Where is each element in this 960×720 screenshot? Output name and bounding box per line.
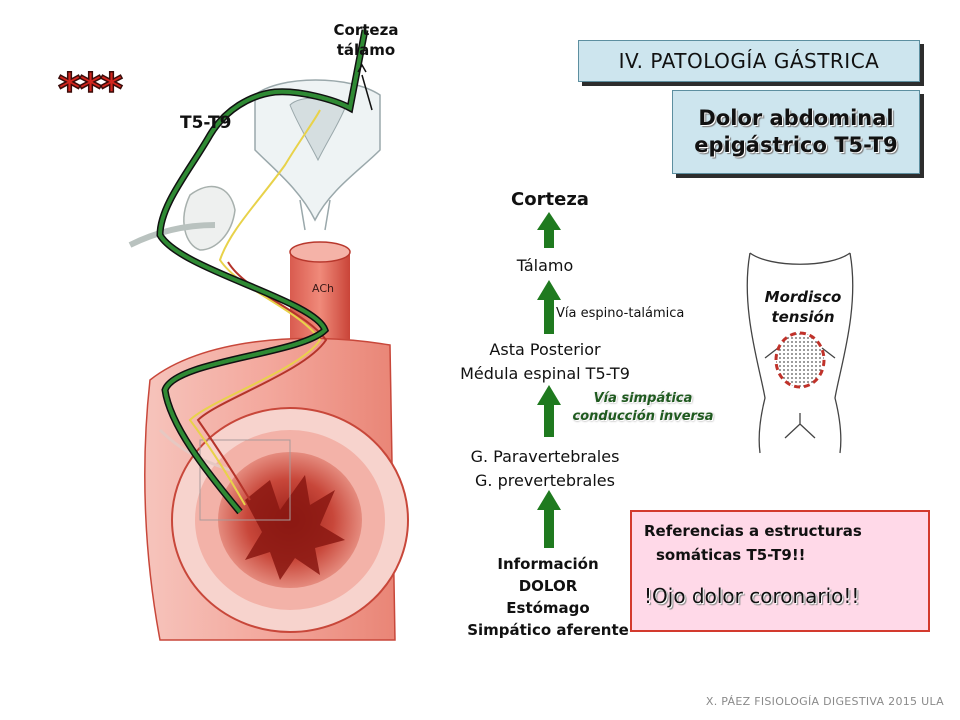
flow-thalamus: Tálamo: [516, 256, 574, 275]
stomach-cross-section: [144, 337, 409, 641]
footer-credit: X. PÁEZ FISIOLOGÍA DIGESTIVA 2015 ULA: [705, 695, 944, 708]
segment-label: T5-T9: [180, 113, 232, 133]
alert-line1: Referencias a estructuras: [644, 522, 862, 540]
nerve-fibers: [188, 109, 328, 506]
arrow-origin-ganglia: [544, 510, 554, 548]
flow-ganglia: G. Paravertebrales G. prevertebrales: [470, 447, 620, 490]
spinal-cord-section: [254, 79, 381, 231]
flow-sympathetic-path: Vía simpática conducción inversa: [572, 391, 714, 424]
flow-posterior-horn: Asta Posterior Médula espinal T5-T9: [460, 340, 630, 383]
flow-spinothalamic: Vía espino-talámica: [556, 306, 685, 321]
arrow-horn-thalamus: [544, 300, 554, 334]
flow-arrows: [537, 212, 561, 548]
alert-line2: somáticas T5-T9!!: [656, 546, 806, 564]
anatomy-illustration: ACh ***: [57, 29, 409, 641]
section-title: IV. PATOLOGÍA GÁSTRICA: [578, 40, 920, 82]
topic-title-line1: Dolor abdominal: [698, 106, 894, 130]
svg-text:***: ***: [58, 64, 123, 115]
topic-title: Dolor abdominal epigástrico T5-T9: [672, 90, 920, 174]
flow-origin: Información DOLOR Estómago Simpático afe…: [467, 555, 629, 639]
topic-title-line2: epigástrico T5-T9: [694, 133, 898, 157]
torso-figure: [746, 252, 854, 454]
arrow-thalamus-cortex: [544, 230, 554, 248]
svg-text:ACh: ACh: [312, 282, 334, 295]
torso-shoulders: [749, 252, 851, 265]
green-afferent-pathway: [156, 29, 369, 515]
alert-warning: !Ojo dolor coronario!!: [644, 584, 860, 608]
epigastric-pain-area: [774, 331, 826, 389]
arrow-ganglia-horn: [544, 405, 554, 437]
alert-box: Referencias a estructuras somáticas T5-T…: [630, 510, 930, 632]
stars-mark: ***: [57, 63, 126, 116]
sympathetic-ganglion: [128, 185, 236, 251]
illustration-cortex-label: Corteza tálamo: [333, 21, 399, 59]
flow-cortex: Corteza: [511, 189, 589, 210]
torso-label: Mordisco tensión: [764, 288, 842, 326]
